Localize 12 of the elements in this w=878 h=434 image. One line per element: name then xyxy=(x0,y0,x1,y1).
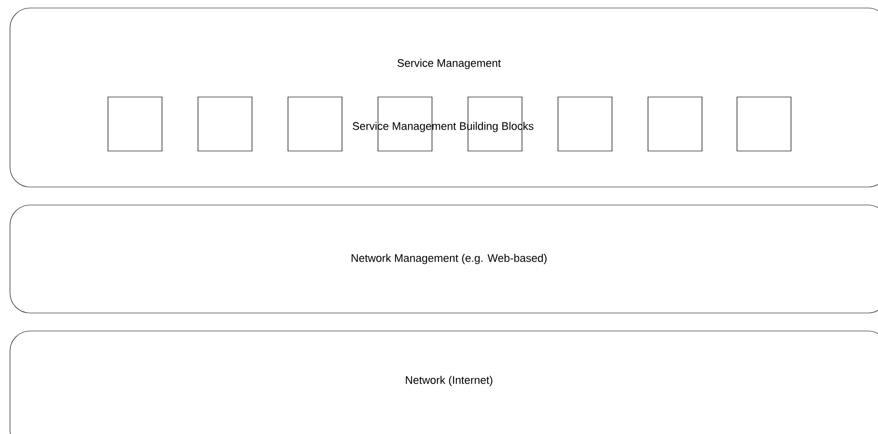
layer-box xyxy=(10,204,878,314)
layer-title: Service Management xyxy=(398,58,501,70)
building-block-box xyxy=(558,96,612,152)
building-block-box xyxy=(288,96,342,152)
layer-box xyxy=(10,8,878,188)
layer-box xyxy=(10,330,878,434)
layer-title: Network (Internet) xyxy=(406,376,492,386)
building-block-box xyxy=(736,96,792,152)
building-block-box xyxy=(648,96,702,152)
layer-title: Network Management (e.g. Web-based) xyxy=(352,254,547,264)
building-block-box xyxy=(198,96,252,152)
building-block-box xyxy=(108,96,162,152)
